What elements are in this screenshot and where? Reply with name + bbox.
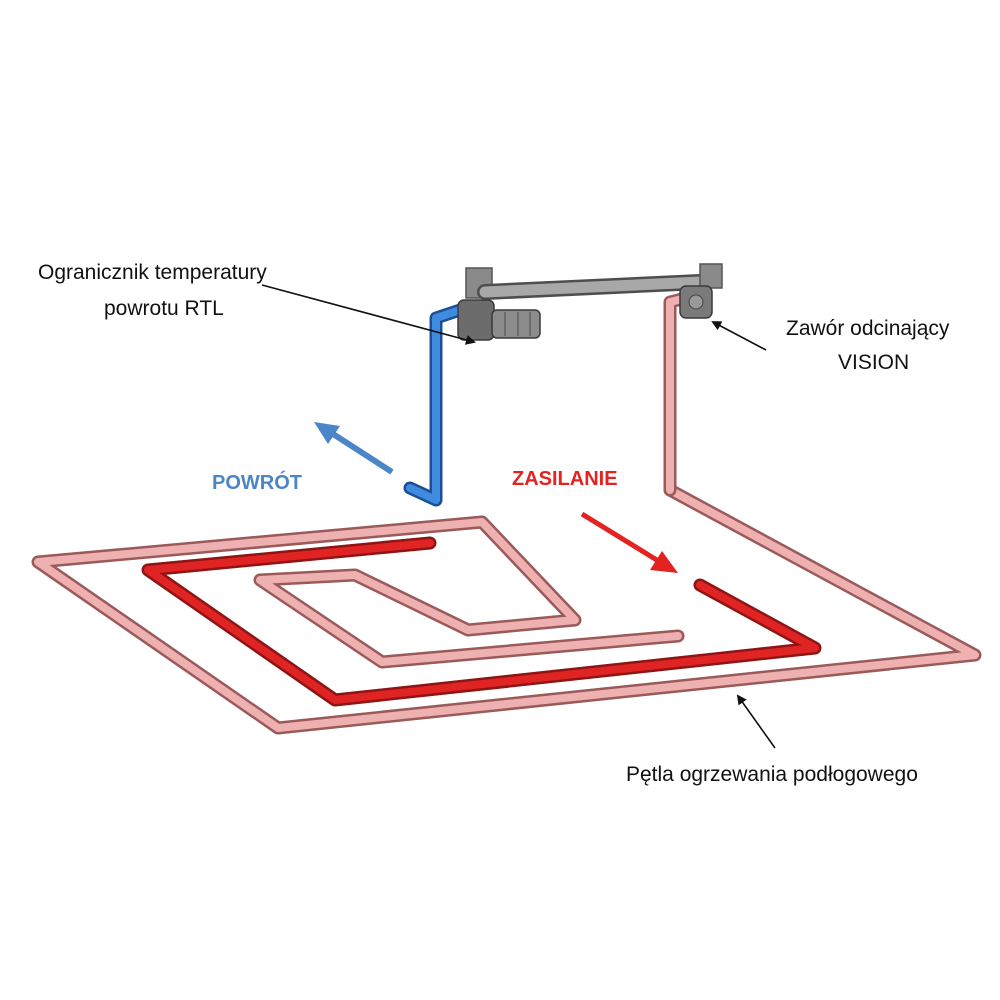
- supply-flow-label: ZASILANIE: [512, 468, 618, 490]
- return-flow-arrow: [314, 422, 394, 475]
- heating-loop: [31, 483, 982, 735]
- vision-leader-line: [711, 321, 767, 351]
- rtl-label-line1: Ogranicznik temperatury: [38, 261, 267, 284]
- supply-spiral-pipe: [141, 536, 822, 707]
- loop-label: Pętla ogrzewania podłogowego: [626, 763, 918, 786]
- vision-label-line2: VISION: [838, 351, 910, 374]
- rtl-valve-icon: [457, 299, 541, 341]
- vision-valve-icon: [679, 285, 713, 319]
- supply-flow-arrow: [580, 511, 678, 573]
- outer-loop-pipe: [31, 483, 982, 735]
- rtl-leader-line: [261, 284, 476, 345]
- return-riser-pipe: [403, 303, 467, 507]
- loop-leader-line: [736, 694, 776, 749]
- return-flow-label: POWRÓT: [212, 472, 302, 494]
- supply-riser-pipe: [663, 291, 693, 497]
- vision-label-line1: Zawór odcinający: [786, 317, 950, 340]
- rtl-label-line2: powrotu RTL: [104, 297, 224, 320]
- label-leader-lines: [261, 284, 776, 749]
